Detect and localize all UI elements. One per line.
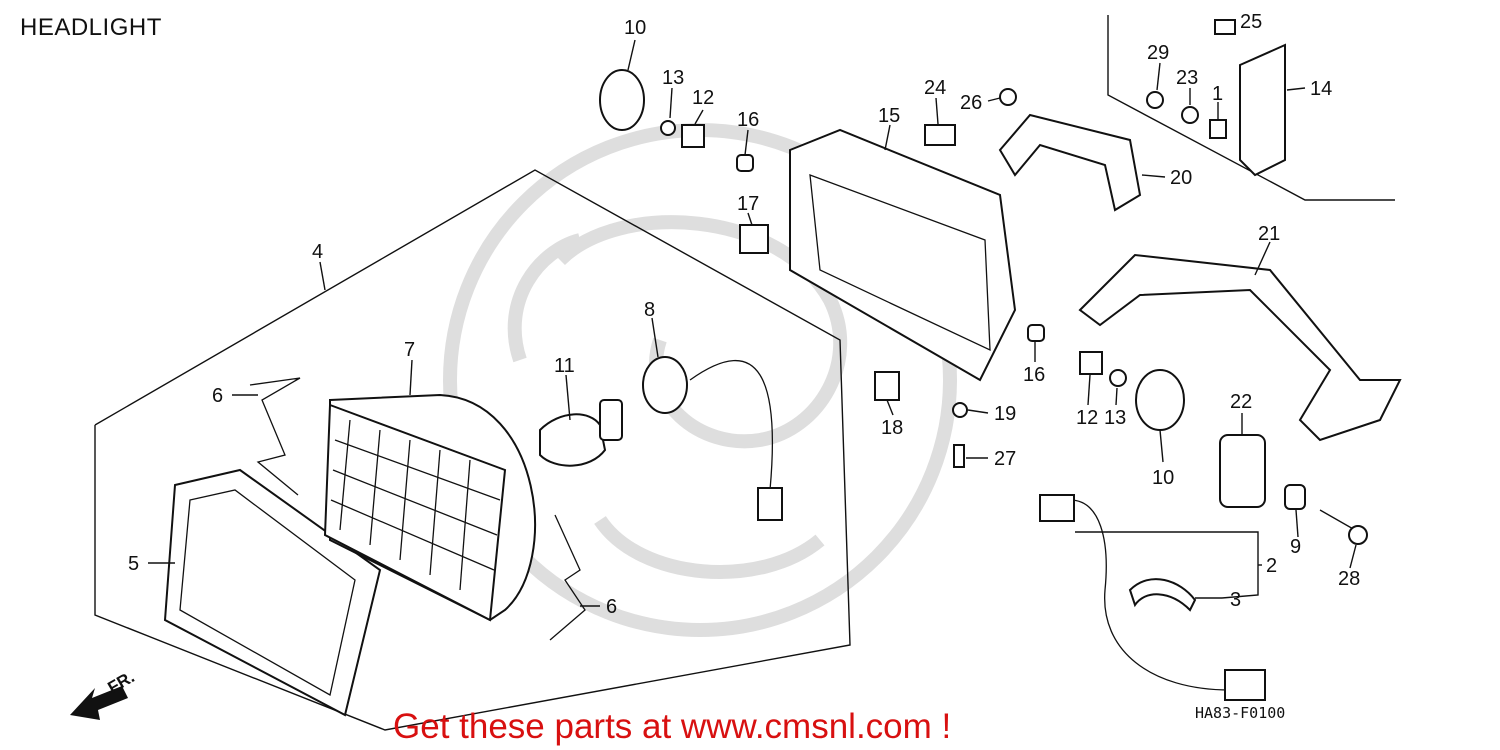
callout-1: 1 [1212, 83, 1223, 105]
headlight-bulb[interactable] [539, 399, 623, 467]
bushing-upper[interactable] [736, 154, 754, 172]
callout-7: 7 [404, 339, 415, 361]
bolt-26[interactable] [999, 88, 1017, 106]
label-24[interactable] [924, 124, 956, 146]
callout-22: 22 [1230, 391, 1252, 413]
cushion-1[interactable] [1209, 119, 1227, 139]
callout-18: 18 [881, 417, 903, 439]
nut-19[interactable] [952, 402, 968, 418]
bolt-28-head[interactable] [1348, 525, 1368, 545]
callout-9: 9 [1290, 536, 1301, 558]
diagram-code: HA83-F0100 [1195, 704, 1285, 722]
collar-23[interactable] [1181, 106, 1199, 124]
sub-harness[interactable] [1069, 499, 1231, 691]
callout-14: 14 [1310, 78, 1332, 100]
harness-connector-lower[interactable] [1224, 669, 1266, 701]
callout-13-lower: 13 [1104, 407, 1126, 429]
clip-18[interactable] [874, 371, 900, 401]
callout-6-upper: 6 [212, 385, 223, 407]
headlight-bracket[interactable] [1239, 43, 1286, 177]
holder-22[interactable] [1219, 434, 1266, 508]
spring-upper[interactable] [249, 377, 301, 496]
bushing-lower[interactable] [1027, 324, 1045, 342]
callout-20: 20 [1170, 167, 1192, 189]
grommet-upper[interactable] [599, 69, 645, 131]
callout-8: 8 [644, 299, 655, 321]
callout-25: 25 [1240, 11, 1262, 33]
callout-12-upper: 12 [692, 87, 714, 109]
headlight-rim[interactable] [163, 468, 382, 717]
case-stay[interactable] [998, 113, 1142, 212]
grommet-lower[interactable] [1135, 369, 1185, 431]
washer-lower[interactable] [1109, 369, 1127, 387]
callout-15: 15 [878, 105, 900, 127]
callout-16-upper: 16 [737, 109, 759, 131]
callout-2: 2 [1266, 555, 1277, 577]
headlight-case[interactable] [789, 128, 1017, 382]
callout-17: 17 [737, 193, 759, 215]
collar-lower[interactable] [1079, 351, 1103, 375]
leader-lines [148, 39, 1357, 607]
callout-16-lower: 16 [1023, 364, 1045, 386]
label-25[interactable] [1214, 19, 1236, 35]
bolt-29[interactable] [1146, 91, 1164, 109]
page-title: HEADLIGHT [20, 14, 162, 41]
headlight-stay[interactable] [1078, 253, 1402, 442]
headlight-unit[interactable] [323, 393, 536, 622]
callout-10-lower: 10 [1152, 467, 1174, 489]
callout-labels: 10 13 12 16 17 15 24 26 29 23 1 25 14 20… [128, 11, 1360, 618]
bracket-frame [1107, 15, 1395, 201]
promo-text: Get these parts at www.cmsnl.com ! [393, 707, 951, 746]
washer-upper[interactable] [660, 120, 676, 136]
clip-17[interactable] [739, 224, 769, 254]
harness-connector-upper[interactable] [1039, 494, 1075, 522]
front-direction-arrow: FR. [70, 667, 138, 720]
callout-28: 28 [1338, 568, 1360, 590]
callout-29: 29 [1147, 42, 1169, 64]
callout-6-lower: 6 [606, 596, 617, 618]
callout-12-lower: 12 [1076, 407, 1098, 429]
callout-27: 27 [994, 448, 1016, 470]
screw-27[interactable] [953, 444, 965, 468]
bolt-28[interactable] [1319, 509, 1356, 531]
callout-10-upper: 10 [624, 17, 646, 39]
collar-upper[interactable] [681, 124, 705, 148]
callout-5: 5 [128, 553, 139, 575]
callout-23: 23 [1176, 67, 1198, 89]
callout-13-upper: 13 [662, 67, 684, 89]
callout-26: 26 [960, 92, 982, 114]
callout-19: 19 [994, 403, 1016, 425]
callout-11: 11 [554, 355, 575, 377]
spring-lower[interactable] [549, 514, 586, 641]
bulb-socket[interactable] [642, 356, 783, 521]
wire-band-3[interactable] [1128, 578, 1197, 612]
assembly-frame [94, 169, 851, 731]
callout-21: 21 [1258, 223, 1280, 245]
callout-3: 3 [1230, 589, 1241, 611]
collar-9[interactable] [1284, 484, 1306, 510]
callout-4: 4 [312, 241, 323, 263]
callout-24: 24 [924, 77, 946, 99]
